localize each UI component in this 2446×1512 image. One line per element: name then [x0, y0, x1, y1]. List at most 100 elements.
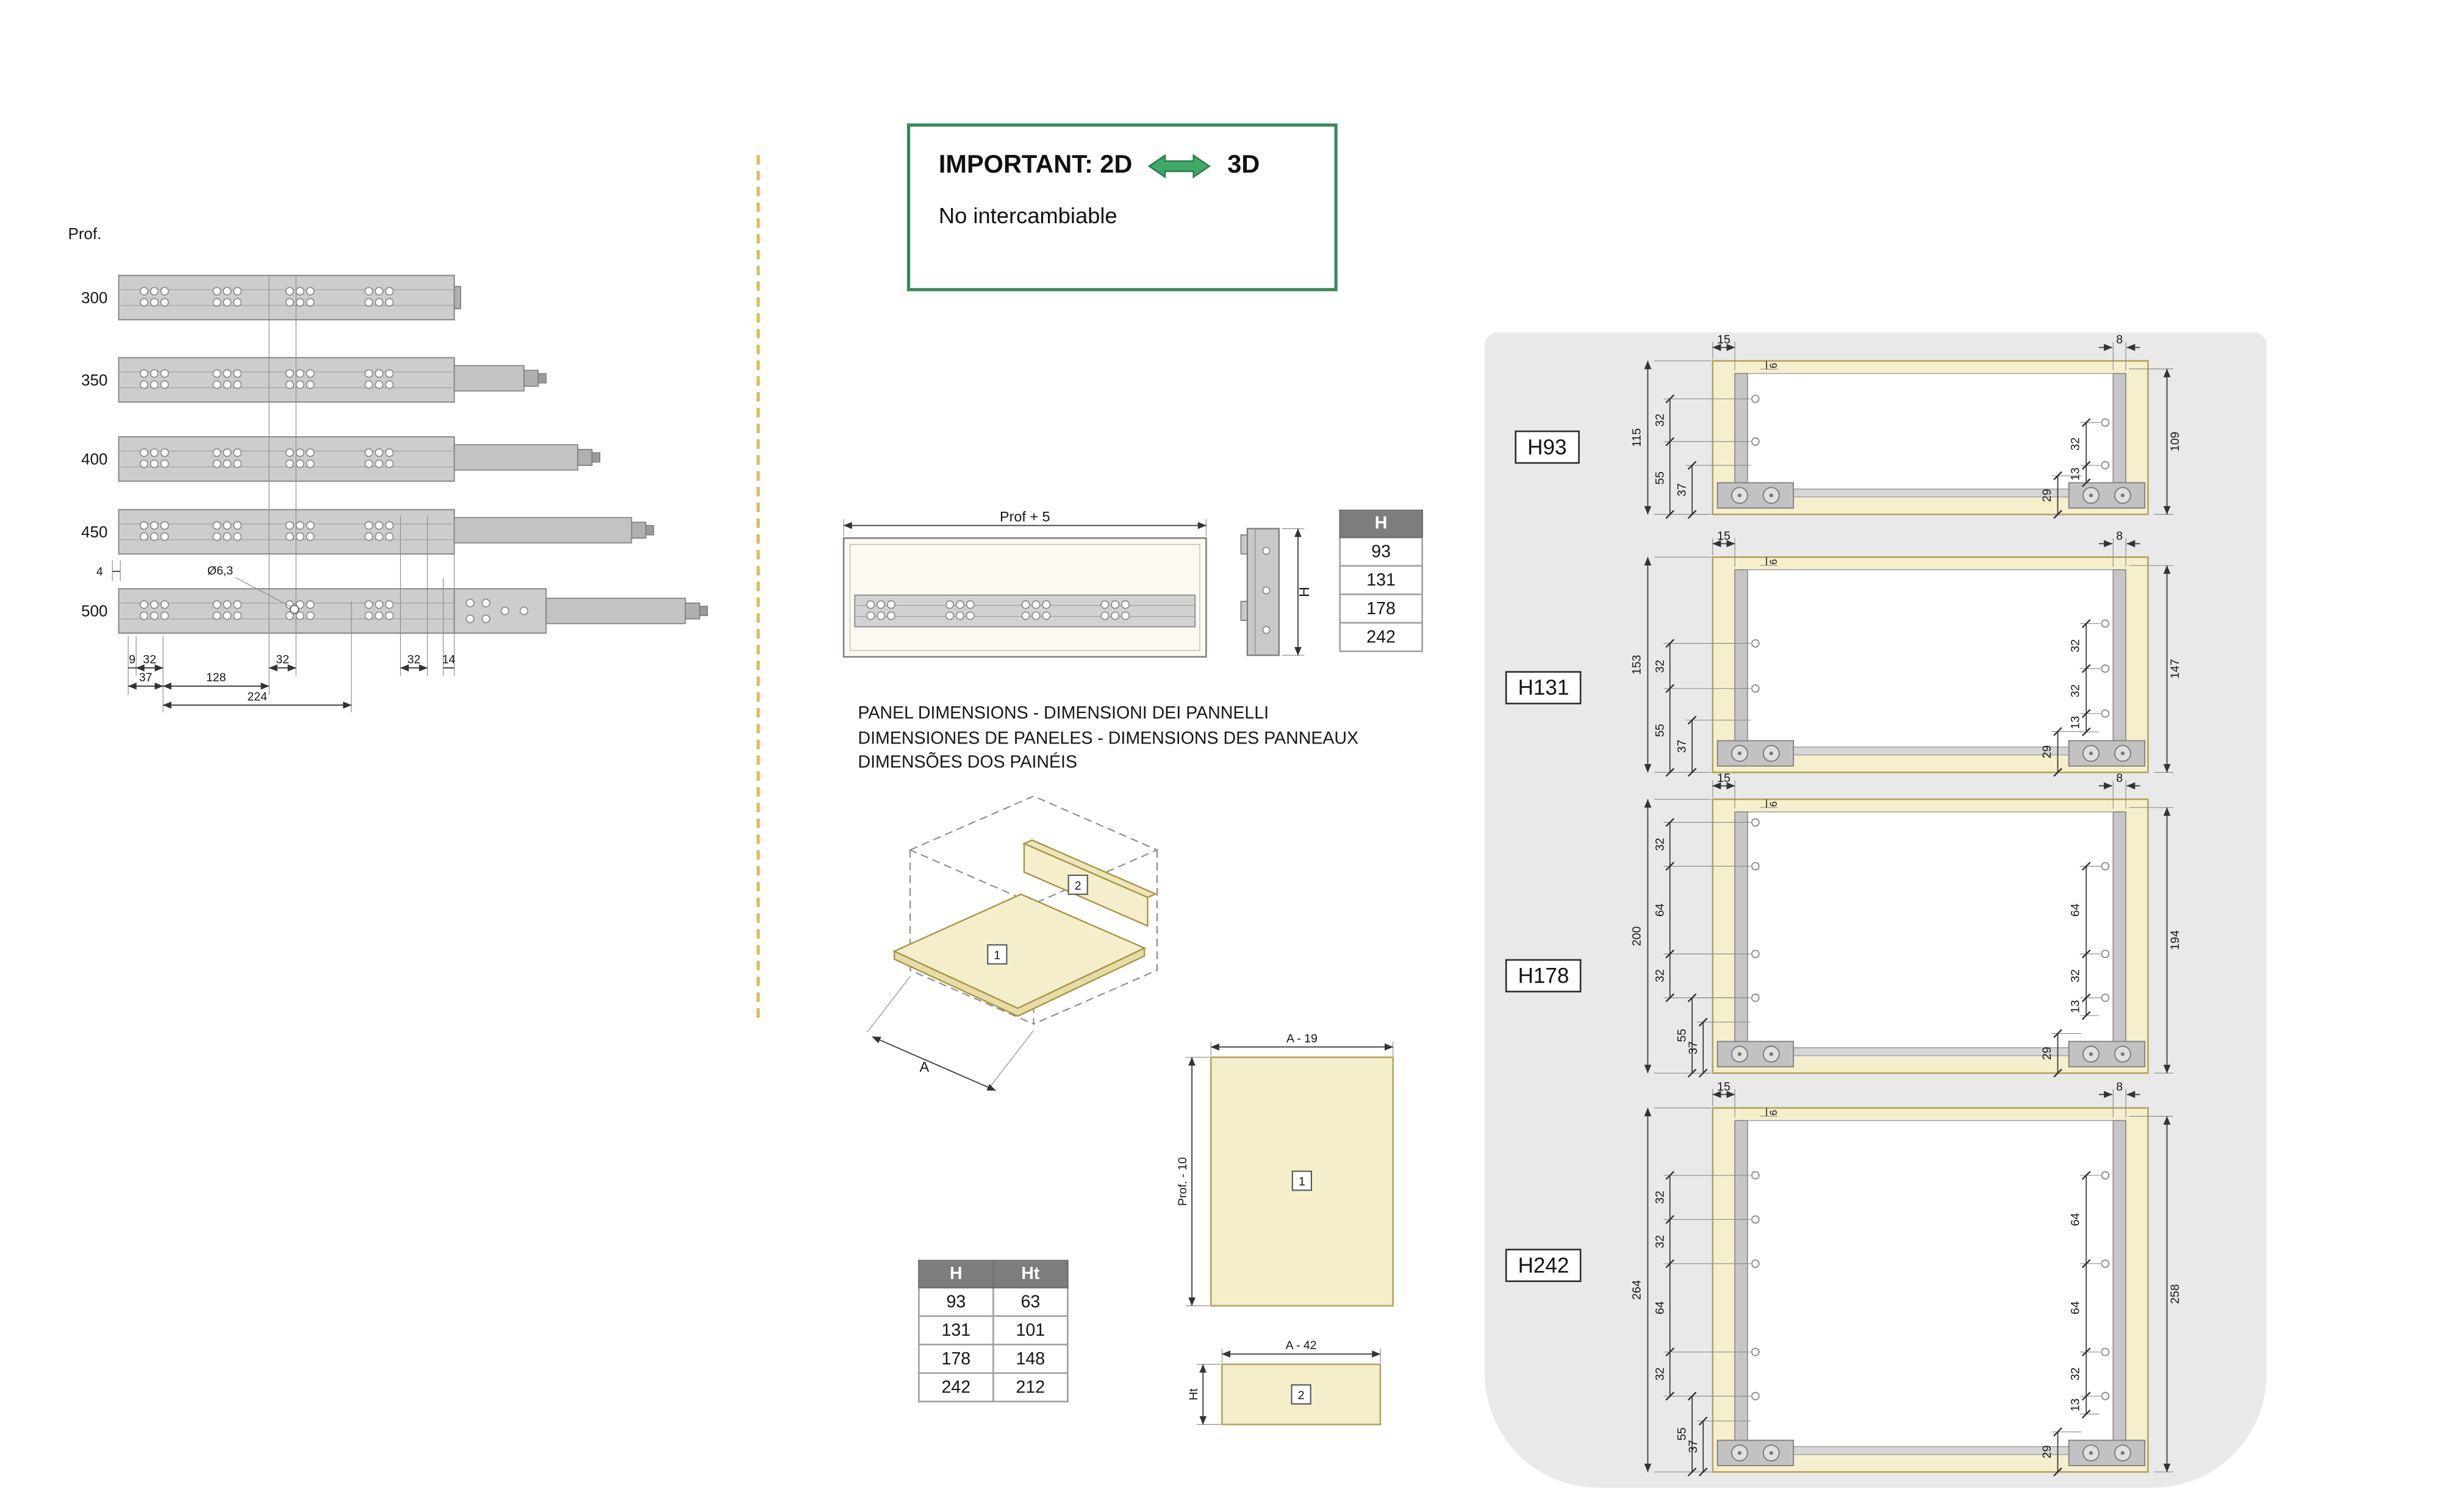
ht-table-header-h: H: [918, 1259, 994, 1289]
dim-label: 32: [1653, 1191, 1666, 1204]
height-table-header: H: [1339, 509, 1423, 539]
panel2-ref-label: 2: [1075, 879, 1081, 892]
dim-32c: 32: [407, 653, 421, 666]
height-value: 242: [1339, 622, 1423, 653]
ht-cell: 93: [918, 1286, 994, 1317]
width-dim-a: A: [920, 1059, 930, 1075]
dim-label: 32: [2069, 684, 2082, 698]
height-table: H 93 131 178 242: [1339, 509, 1423, 653]
important-title-3d: 3D: [1227, 152, 1260, 179]
dim-total-left: 115: [1630, 428, 1644, 447]
panel1-height-dim: Prof. - 10: [1176, 1157, 1189, 1206]
dim-32a: 32: [143, 653, 156, 666]
dim-label: 64: [2069, 1213, 2082, 1226]
dim-37: 37: [139, 671, 152, 684]
heading-line-1: PANEL DIMENSIONS - DIMENSIONI DEI PANNEL…: [858, 704, 1269, 723]
base-panel: [892, 893, 1147, 1017]
dim-label: 32: [1653, 1367, 1666, 1381]
dim-8: 8: [2116, 529, 2123, 543]
dim-label: 32: [1653, 660, 1666, 673]
cross-section-h178: 15 8 6 200 32 64 32 55 37 64 32 13 29 19…: [1630, 772, 2182, 1078]
depth-label-350: 350: [81, 372, 107, 389]
prof-label: Prof.: [68, 226, 102, 243]
dim-6: 6: [1768, 363, 1779, 368]
important-note: No intercambiable: [938, 202, 1117, 228]
panel-dimensions-heading: PANEL DIMENSIONS - DIMENSIONI DEI PANNEL…: [858, 703, 1358, 776]
badge-h131: H131: [1505, 671, 1582, 704]
dim-label: 32: [2069, 639, 2082, 653]
dim-label: 32: [1653, 969, 1666, 983]
dim-label: 55: [1653, 724, 1666, 737]
dim-label: 29: [2040, 1047, 2054, 1060]
heading-line-2: DIMENSIONES DE PANELES - DIMENSIONS DES …: [858, 728, 1359, 748]
height-dim-label: H: [1296, 587, 1312, 597]
cross-section-h242: 15 8 6 264 32 32 64 32 55 37 64 64 32 13…: [1630, 1080, 2182, 1477]
dim-label: 32: [1653, 414, 1666, 427]
ht-cell: 148: [992, 1344, 1069, 1374]
panel1-width-dim: A - 19: [1286, 1032, 1318, 1045]
dim-label: 13: [2069, 1000, 2082, 1014]
panel2-ref-label: 2: [1298, 1389, 1305, 1402]
panel2-height-dim: Ht: [1187, 1388, 1200, 1400]
dim-224: 224: [247, 690, 267, 703]
dim-total-right: 194: [2168, 930, 2182, 950]
dim-label: 32: [1653, 1235, 1666, 1249]
dim-label: 37: [1687, 1440, 1700, 1453]
ht-cell: 242: [918, 1372, 994, 1403]
hole-diameter-label: Ø6,3: [207, 564, 233, 578]
dim-128: 128: [206, 671, 226, 684]
badge-h242: H242: [1505, 1249, 1582, 1282]
badge-h178: H178: [1505, 959, 1582, 993]
dim-8: 8: [2116, 333, 2123, 346]
panel1-ref-label: 1: [994, 949, 1000, 962]
extension-lines: [127, 275, 455, 712]
dim-total-left: 264: [1630, 1280, 1644, 1300]
dim-6: 6: [1768, 801, 1779, 807]
dim-label: 13: [2069, 716, 2082, 729]
ht-table-header-ht: Ht: [992, 1259, 1069, 1289]
height-value: 131: [1339, 565, 1423, 595]
dim-8: 8: [2116, 772, 2123, 785]
dim-6: 6: [1768, 559, 1779, 565]
dim-total-left: 153: [1630, 655, 1644, 675]
dim-label: 64: [2069, 1301, 2082, 1314]
cross-section-h131: 15 8 6 153 32 55 37 32 32 13 29 147: [1630, 529, 2182, 777]
height-value: 178: [1339, 593, 1423, 624]
dim-label: 37: [1676, 740, 1689, 753]
dim-label: 29: [2040, 745, 2054, 759]
ht-cell: 63: [992, 1286, 1069, 1317]
dim-label: 32: [2069, 437, 2082, 451]
dim-4: 4: [96, 565, 103, 578]
cross-section-h93: 15 8 6 115 32 55 37 32 13 29 109: [1630, 333, 2182, 519]
dim-label: 32: [2069, 1367, 2082, 1381]
dim-label: 13: [2069, 1399, 2082, 1412]
dim-label: 29: [2040, 489, 2054, 502]
dim-9: 9: [129, 653, 135, 666]
dim-label: 55: [1676, 1029, 1689, 1042]
dim-total-right: 147: [2168, 659, 2182, 678]
dim-label: 13: [2069, 467, 2082, 481]
dim-label: 64: [1653, 1301, 1666, 1314]
dim-label: 55: [1676, 1427, 1689, 1441]
dim-15: 15: [1717, 1080, 1730, 1094]
dim-label: 32: [1653, 838, 1666, 851]
dashed-separator: [756, 155, 760, 1018]
drawer-side-view: Prof + 5 H: [842, 509, 1312, 658]
isometric-drawer-diagram: 1 2 A: [867, 795, 1159, 1091]
dim-label: 55: [1653, 471, 1666, 485]
ht-cell: 131: [918, 1315, 994, 1345]
badge-h93: H93: [1515, 430, 1580, 464]
important-title-row: IMPORTANT: 2D 3D: [939, 151, 1306, 182]
dim-15: 15: [1717, 333, 1730, 346]
depth-label-400: 400: [81, 451, 107, 468]
dim-total-right: 258: [2168, 1284, 2182, 1303]
bottom-dimensions: 9 32 32 32 14 37 128 224: [127, 653, 456, 709]
dim-label: 64: [2069, 903, 2082, 917]
dim-label: 29: [2040, 1446, 2054, 1459]
dim-total-left: 200: [1630, 926, 1644, 947]
panel-drawings: A - 19 1 Prof. - 10 A - 42 2 Ht: [1176, 1032, 1394, 1425]
ht-cell: 212: [992, 1372, 1069, 1403]
swap-arrow-icon: [1148, 154, 1211, 179]
